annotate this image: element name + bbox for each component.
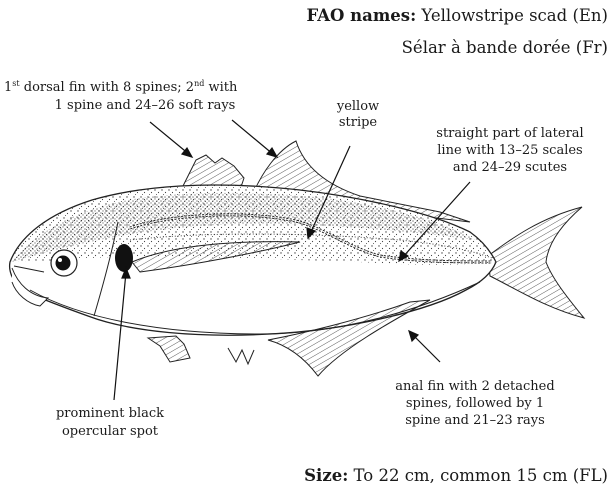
anal-fin-label-line2: spines, followed by 1 bbox=[380, 396, 570, 412]
arrow-anal-fin bbox=[412, 334, 440, 362]
anal-spines bbox=[228, 348, 254, 364]
dorsal-label-sup-1: st bbox=[12, 79, 19, 88]
dorsal-label-text-b: dorsal fin with 8 spines; 2 bbox=[20, 80, 194, 95]
arrow-first-dorsal bbox=[150, 122, 190, 155]
dorsal-fin-label: 1st dorsal fin with 8 spines; 2nd with bbox=[4, 80, 294, 96]
lateral-line-label-line3: and 24–29 scutes bbox=[410, 160, 610, 176]
yellow-stripe-label-line1: yellow bbox=[318, 99, 398, 115]
dorsal-label-sup-2: nd bbox=[194, 79, 204, 88]
pelvic-fin bbox=[148, 336, 190, 362]
dorsal-label-text-c: with bbox=[204, 80, 237, 95]
caudal-fin bbox=[488, 207, 584, 318]
size-line: Size: To 22 cm, common 15 cm (FL) bbox=[304, 466, 608, 486]
opercular-spot bbox=[115, 244, 133, 272]
anal-fin-label-line3: spine and 21–23 rays bbox=[380, 413, 570, 429]
lateral-line-label-line1: straight part of lateral bbox=[410, 126, 610, 142]
lateral-line-label-line2: line with 13–25 scales bbox=[410, 143, 610, 159]
arrow-second-dorsal bbox=[232, 120, 274, 155]
opercular-spot-label-line2: opercular spot bbox=[40, 424, 180, 440]
dorsal-fin-label-line2: 1 spine and 24–26 soft rays bbox=[30, 98, 260, 114]
size-text: To 22 cm, common 15 cm (FL) bbox=[354, 466, 608, 485]
anal-fin-label-line1: anal fin with 2 detached bbox=[380, 379, 570, 395]
yellow-stripe-label-line2: stripe bbox=[318, 115, 398, 131]
opercular-spot-label-line1: prominent black bbox=[40, 406, 180, 422]
size-label: Size: bbox=[304, 466, 348, 485]
